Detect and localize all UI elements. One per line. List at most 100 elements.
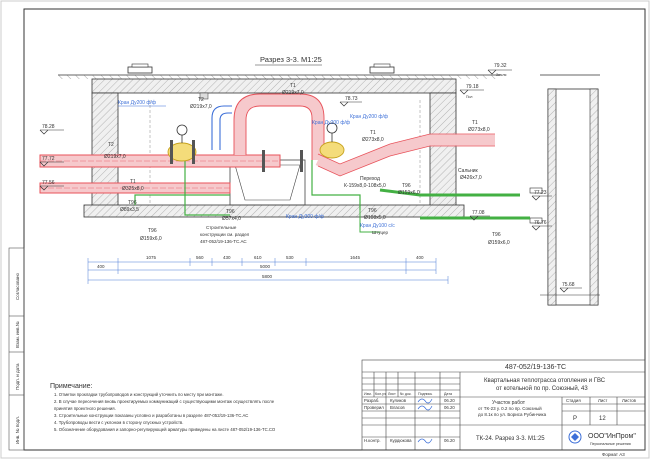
label-t1-left: Т1 [130,179,136,185]
label-valve-right: Кран Ду200 ф/ф [350,114,388,120]
dim-530: 530 [286,255,294,260]
label-t96-far-size: Ø159х6,0 [488,240,510,246]
note-2: 2. В случае пересечения вновь проектируе… [54,399,275,404]
label-t1-top: Т1 [290,83,296,89]
stamp-head-3: № док. [400,392,412,396]
right-building [529,88,600,306]
side-stamp-signature: Подп. и дата [15,363,20,390]
pipes [39,93,530,233]
label-426: Ø426х7,0 [460,175,482,181]
label-valve-100: Кран Ду100 с/с [360,223,395,229]
elevation-markers: 79.32 Земля 79.18 Пол 78.73 78.28 77.72 [39,63,582,293]
notes: Примечание: 1. Отметки прокладки трубопр… [50,383,276,432]
flange-2 [192,140,195,164]
pipe-diagonal-outline [317,133,495,177]
elevation-7918: 79.18 Пол [459,84,484,99]
label-t1-right-size: Ø273х8,0 [468,127,490,133]
dim-560: 560 [196,255,204,260]
side-stamp-agreed: Согласовано [15,272,20,300]
pipe-loop-t2 [211,105,232,150]
pipe-rise-t1 [234,94,324,160]
valve-yellow-right [319,141,345,159]
dim-400-right: 400 [416,255,424,260]
label-t2-left-size: Ø219х7,0 [104,154,126,160]
side-stamp-inventory: Инв. № подл. [15,416,20,444]
dim-1645: 1645 [350,255,361,260]
label-t2: Т2 [198,97,204,103]
elevation-7723: 77.23 [531,190,552,201]
signature-3 [417,438,433,444]
pipe-rise-t1-outline [233,93,325,160]
stamp-company-sub: Персональные решения [590,442,631,446]
elevation-7873: 78.73 [339,96,362,107]
label-t2-size: Ø219х7,0 [190,104,212,110]
note-2b: принятия проектного решения. [54,406,116,411]
label-t1-mid: Т1 [370,130,376,136]
stamp-name-2: Власов [390,405,405,410]
svg-text:75.68: 75.68 [562,282,575,288]
svg-text:78.28: 78.28 [42,124,55,130]
svg-text:76.76: 76.76 [534,220,547,226]
notes-heading: Примечание: [50,383,93,390]
flange-4 [300,150,303,172]
manhole-covers [127,63,395,74]
elevation-7772: 77.72 [39,156,64,167]
label-t2-left: Т2 [108,142,114,148]
dim-1075: 1075 [146,255,157,260]
dimension-values: 400 1075 560 430 610 530 1645 400 5000 5… [97,255,424,279]
stamp-format: Формат А3 [602,452,625,457]
stamp-section3: до 8.1к по ул. Бориса Рубинчика [478,412,547,417]
signature-2 [417,405,433,411]
stamp-role-2: Проверил [364,405,384,410]
note-1: 1. Отметки прокладки трубопроводов и кон… [54,392,224,397]
title-block-text: 487-052/19-136-ТС Квартальная теплотрасс… [364,364,637,446]
label-t1-right: Т1 [472,120,478,126]
stamp-date-2: 06.20 [444,405,455,410]
stamp-name-3: Курдюкова [390,438,412,443]
stamp-section: Участок работ [492,400,526,406]
stamp-head-0: Изм. [364,392,372,396]
label-reducer: Сальник [458,168,479,174]
label-valve-300: Кран Ду300 ф/ф [286,214,324,220]
stamp-section2: от ТК-23 у. 0.2 по пр. Союзный [478,405,542,411]
signature-1 [417,398,433,404]
side-stamp: Согласовано Взам. инв.№ Подп. и дата Инв… [8,247,25,451]
stamp-head-1: Кол.уч [375,392,386,396]
dim-430: 430 [223,255,231,260]
label-t96-under-size: Ø159х6,0 [140,236,162,242]
pipe-drain-t96-c [311,160,361,210]
stamp-code: 487-052/19-136-ТС [505,364,566,371]
svg-text:79.32: 79.32 [494,63,507,69]
flange-1 [170,140,173,164]
stamp-date-3: 06.20 [444,438,455,443]
dim-400-left: 400 [97,264,105,269]
label-t96-r2: Т96 [368,208,377,214]
elevation-7676: 76.76 [531,220,552,231]
stamp-stage: Р [573,416,577,422]
pipe-loop-t2-b [219,112,232,150]
fittings [167,122,345,172]
elevation-7932: 79.32 Земля [487,63,512,77]
elevation-7828: 78.28 [39,124,64,135]
svg-text:Земля: Земля [496,73,507,77]
dim-610: 610 [254,255,262,260]
label-valve-left: Кран Ду200 ф/ф [118,100,156,106]
stamp-project: Квартальная теплотрасса отопления и ГВС [484,378,606,384]
stamp-stage-label: Стадия [566,398,581,403]
side-stamp-replaced: Взам. инв.№ [15,321,20,348]
pipe-drain-t96-b [184,160,230,216]
elevation-7708: 77.08 [469,210,490,221]
stamp-sheets-label: Листов [622,398,637,403]
svg-text:79.18: 79.18 [466,84,479,90]
label-t96-right-size: Ø159х6,0 [398,190,420,196]
label-t96-left-size: Ø89х3,5 [120,207,139,213]
label-t1-top-size: Ø219х7,0 [282,90,304,96]
note-4: 4. Трубопроводы вести с уклоном в сторон… [54,420,183,425]
ground-line [58,74,600,79]
company-logo [568,430,582,444]
flange-3 [262,150,265,172]
svg-text:Пол: Пол [466,95,472,99]
label-nozzle: Штуцер [372,230,389,235]
stamp-head-4: Подпись [418,392,432,396]
